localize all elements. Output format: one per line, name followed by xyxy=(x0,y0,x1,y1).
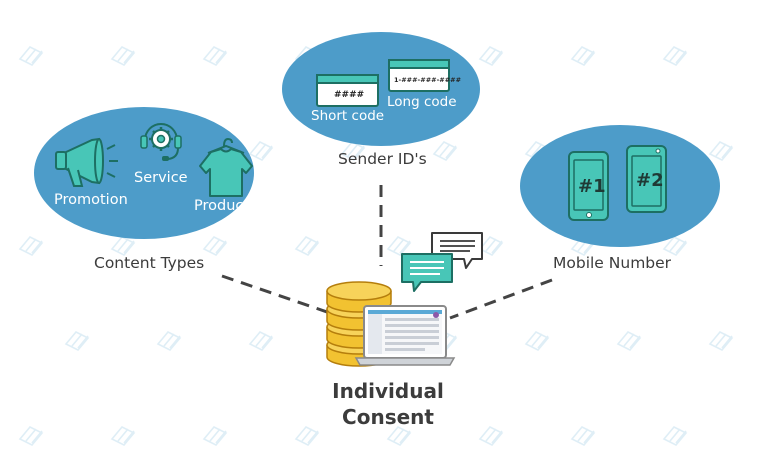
watermark-tile xyxy=(249,141,273,161)
promotion-label: Promotion xyxy=(54,192,128,208)
megaphone-icon xyxy=(55,137,118,187)
short-code-label: Short code xyxy=(311,108,385,124)
watermark-tile xyxy=(433,141,457,161)
watermark-tile xyxy=(111,46,135,66)
sender-ids-ellipse xyxy=(282,32,480,146)
connector-mobile-number xyxy=(449,278,553,320)
watermark-tile xyxy=(479,236,503,256)
dashed-connectors xyxy=(221,185,553,320)
watermark-tile xyxy=(111,236,135,256)
long-code-text: 1-###-###-#### xyxy=(394,76,462,84)
support-gear-headset-icon xyxy=(140,123,182,161)
content-types-ellipse xyxy=(34,107,254,239)
phone-1-icon xyxy=(568,151,609,221)
mobile-number-ellipse xyxy=(520,125,720,247)
connector-content-types xyxy=(221,274,334,316)
phone-2-text: #2 xyxy=(636,170,664,191)
watermark-tile xyxy=(617,331,641,351)
watermark-tile xyxy=(19,46,43,66)
shirt-on-hanger-icon xyxy=(199,137,253,197)
watermark-tile xyxy=(19,426,43,446)
long-code-label: Long code xyxy=(387,94,457,110)
watermark-tile xyxy=(111,426,135,446)
sender-ids-label: Sender ID's xyxy=(338,150,427,168)
service-label: Service xyxy=(134,170,188,186)
watermark-tile xyxy=(203,426,227,446)
center-title: Individual Consent xyxy=(298,378,478,430)
watermark-tile xyxy=(525,331,549,351)
laptop-dashboard-icon xyxy=(354,305,456,366)
watermark-tile xyxy=(479,46,503,66)
watermark-tile xyxy=(709,141,733,161)
watermark-tile xyxy=(203,46,227,66)
short-code-text: #### xyxy=(334,90,365,100)
watermark-tile xyxy=(571,426,595,446)
chat-bubbles-icon xyxy=(401,232,483,292)
watermark-tile xyxy=(663,46,687,66)
long-code-window-icon xyxy=(388,59,450,92)
center-title-line1: Individual xyxy=(332,379,444,403)
watermark-tile xyxy=(203,236,227,256)
watermark-tile xyxy=(571,46,595,66)
watermark-tile xyxy=(387,236,411,256)
product-label: Product xyxy=(194,198,250,214)
watermark-tile xyxy=(19,236,43,256)
watermark-tile xyxy=(479,426,503,446)
watermark-tile xyxy=(663,426,687,446)
watermark-tile xyxy=(709,331,733,351)
watermark-tile xyxy=(65,331,89,351)
watermark-tile xyxy=(249,331,273,351)
content-types-label: Content Types xyxy=(94,254,205,272)
phone-1-text: #1 xyxy=(578,176,606,197)
short-code-window-icon xyxy=(316,74,379,107)
center-title-line2: Consent xyxy=(342,405,434,429)
mobile-number-label: Mobile Number xyxy=(553,254,672,272)
watermark-tile xyxy=(157,331,181,351)
watermark-tile xyxy=(295,236,319,256)
phone-2-icon xyxy=(626,145,667,213)
